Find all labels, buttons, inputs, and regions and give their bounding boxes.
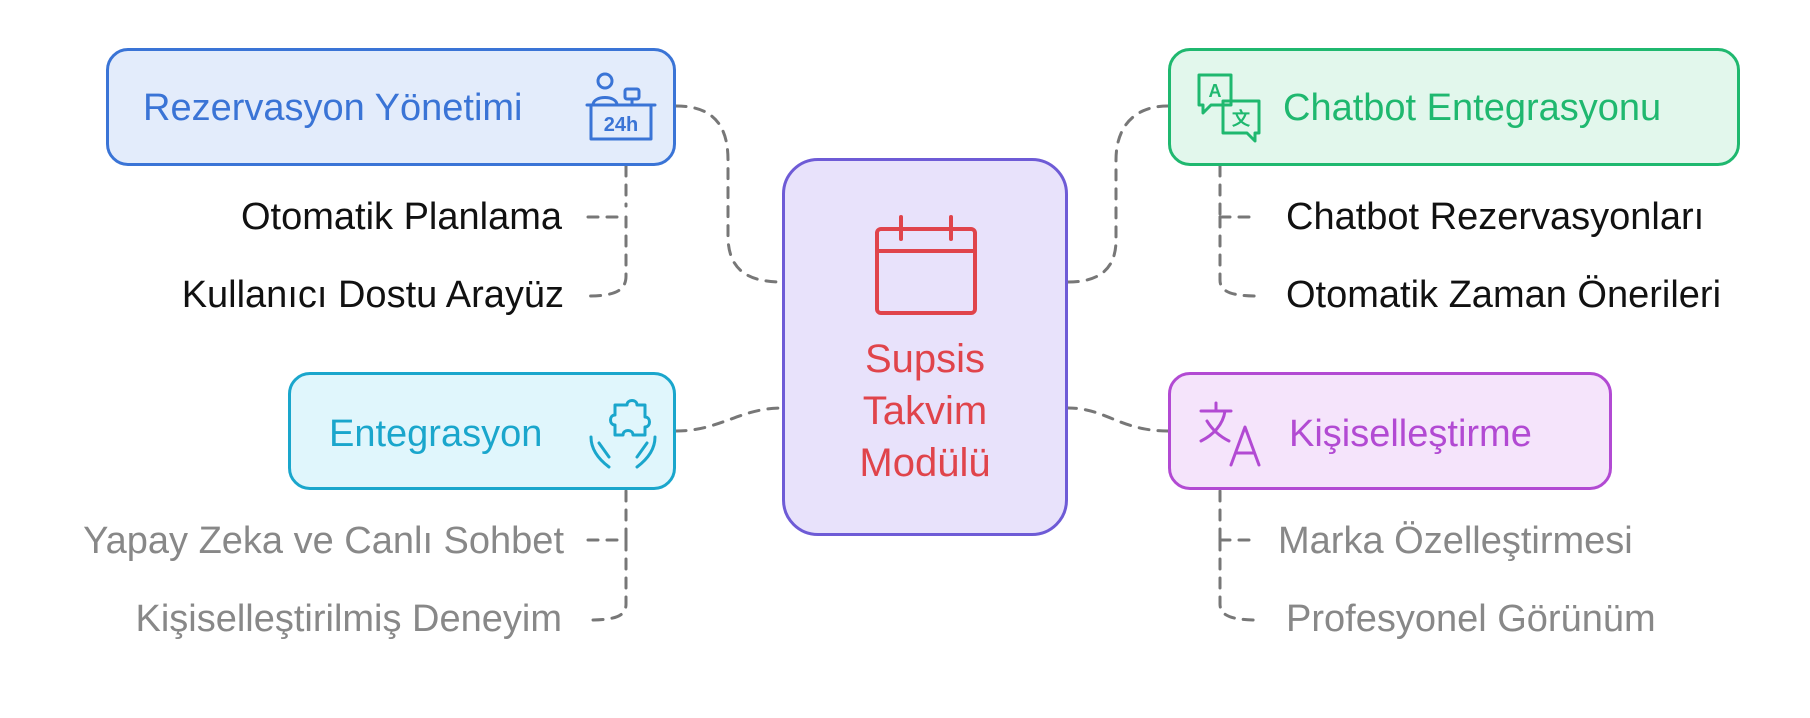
connector-chatbot bbox=[1066, 104, 1170, 284]
branch-chatbot-title: Chatbot Entegrasyonu bbox=[1283, 87, 1662, 129]
branch-entegrasyon: Entegrasyon bbox=[288, 372, 676, 490]
leaf-chatbot-rezervasyonlari: Chatbot Rezervasyonları bbox=[1286, 196, 1705, 238]
branch-kisisellestirme: Kişiselleştirme bbox=[1168, 372, 1612, 490]
branch-kisisellestirme-title: Kişiselleştirme bbox=[1289, 413, 1532, 455]
center-title: Supsis Takvim Modülü bbox=[785, 333, 1065, 489]
branch-rezervasyon-title: Rezervasyon Yönetimi bbox=[143, 87, 523, 129]
connector-leaf-kisisellestirilmis bbox=[586, 538, 628, 622]
branch-rezervasyon: Rezervasyon Yönetimi 24h bbox=[106, 48, 676, 166]
receptionist-24h-icon: 24h bbox=[585, 72, 657, 141]
connector-leaf-otomatik-zaman bbox=[1218, 215, 1260, 298]
connector-entegrasyon bbox=[674, 406, 784, 433]
leaf-otomatik-zaman-onerileri: Otomatik Zaman Önerileri bbox=[1286, 274, 1722, 316]
puzzle-hands-icon bbox=[589, 399, 657, 469]
translate-icon bbox=[1199, 401, 1261, 467]
leaf-kullanici-dostu-arayuz: Kullanıcı Dostu Arayüz bbox=[181, 274, 564, 316]
calendar-icon bbox=[875, 215, 977, 315]
branch-entegrasyon-title: Entegrasyon bbox=[329, 413, 543, 455]
center-title-line-2: Takvim bbox=[862, 389, 988, 433]
connector-kisisellestirme bbox=[1066, 406, 1170, 433]
center-title-line-1: Supsis bbox=[864, 337, 986, 381]
leaf-marka-ozellestirmesi: Marka Özelleştirmesi bbox=[1278, 520, 1633, 562]
branch-chatbot: A 文 Chatbot Entegrasyonu bbox=[1168, 48, 1740, 166]
leaf-otomatik-planlama: Otomatik Planlama bbox=[240, 196, 562, 238]
leaf-kisisellestirilmis-deneyim: Kişiselleştirilmiş Deneyim bbox=[135, 598, 562, 640]
connector-leaf-profesyonel bbox=[1218, 538, 1260, 622]
center-title-line-3: Modülü bbox=[859, 441, 991, 485]
connector-leaf-kullanici-dostu bbox=[586, 215, 628, 298]
svg-text:24h: 24h bbox=[604, 114, 638, 136]
connector-rezervasyon bbox=[674, 104, 784, 284]
svg-text:A: A bbox=[1209, 81, 1222, 101]
leaf-profesyonel-gorunum: Profesyonel Görünüm bbox=[1286, 598, 1656, 640]
leaf-yapay-zeka-canli-sohbet: Yapay Zeka ve Canlı Sohbet bbox=[83, 520, 564, 562]
translate-chat-icon: A 文 bbox=[1197, 73, 1261, 143]
svg-text:文: 文 bbox=[1232, 108, 1251, 129]
center-node: Supsis Takvim Modülü bbox=[782, 158, 1068, 536]
